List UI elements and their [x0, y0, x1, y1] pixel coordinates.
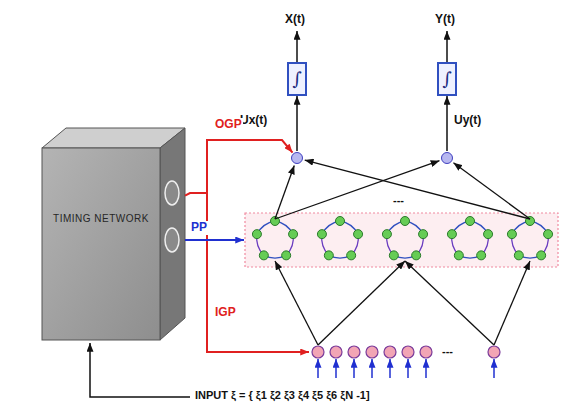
output-signal: X(t) [284, 13, 306, 27]
input-vector: INPUT ξ = { ξ1 ξ2 ξ3 ξ4 ξ5 ξ6 ξN -1] [194, 389, 371, 402]
ring-neuron [317, 230, 326, 239]
input-neuron [402, 346, 414, 358]
ring-neuron [336, 217, 345, 226]
input-neuron [420, 346, 432, 358]
box-front-face [42, 148, 160, 340]
output-signal: Y(t) [434, 13, 456, 27]
input-arrow [493, 359, 495, 378]
input-neuron [330, 346, 342, 358]
ring-neuron [419, 230, 428, 239]
igp-line [207, 193, 309, 352]
timing-network-box: TIMING NETWORK [42, 128, 185, 340]
signal-arrow [296, 96, 298, 151]
oscillator-ring [382, 217, 427, 260]
input-weight [405, 261, 494, 345]
ring-neuron [282, 251, 291, 260]
unit-label: Uy(t) [454, 113, 481, 127]
input-neuron [348, 346, 360, 358]
pathway-label: OGP [214, 118, 243, 132]
ring-neuron [252, 230, 261, 239]
ring-neuron [259, 251, 268, 260]
ring-neuron [289, 230, 298, 239]
ring-neuron [412, 251, 421, 260]
ring-neuron [477, 251, 486, 260]
input-weight [275, 261, 318, 345]
ring-neuron [324, 251, 333, 260]
output-arrow [446, 31, 448, 62]
input-arrow [371, 359, 373, 378]
pathway-label: PP [190, 221, 208, 235]
input-arrow [425, 359, 427, 378]
signal-arrow [446, 96, 448, 151]
ring-neuron [484, 230, 493, 239]
input-neuron [488, 346, 500, 358]
oscillator-ring [252, 217, 297, 260]
input-weight [494, 261, 530, 345]
output-unit: Ux(t) [291, 152, 303, 164]
oscillator-ring [447, 217, 492, 260]
integrator-box: ∫ [287, 62, 307, 96]
input-weight [318, 261, 405, 345]
output-port [165, 181, 179, 205]
ellipsis-mark: --- [441, 345, 454, 358]
input-arrow [389, 359, 391, 378]
input-arrow [353, 359, 355, 378]
ring-neuron [401, 217, 410, 226]
ring-neuron [514, 251, 523, 260]
ring-neuron [347, 251, 356, 260]
input-arrow [335, 359, 337, 378]
readout-weight [275, 161, 439, 219]
ring-neuron [507, 230, 516, 239]
integrator-box: ∫ [437, 62, 457, 96]
ring-neuron [447, 230, 456, 239]
ring-neuron [466, 217, 475, 226]
oscillator-ring [317, 217, 362, 260]
output-arrow [296, 31, 298, 62]
ring-neuron [544, 230, 553, 239]
pattern-band [245, 213, 558, 267]
ring-neuron [454, 251, 463, 260]
ring-neuron [354, 230, 363, 239]
input-arrow [407, 359, 409, 378]
ring-neuron [537, 251, 546, 260]
ellipsis-mark: --- [392, 194, 405, 207]
readout-weight [453, 163, 530, 219]
input-feedback-line [90, 343, 190, 397]
integrator-symbol: ∫ [292, 70, 301, 88]
unit-label: Ux(t) [240, 113, 267, 127]
output-port [165, 228, 179, 252]
integrator-symbol: ∫ [442, 70, 451, 88]
box-side-face [160, 128, 185, 340]
pathway-label: IGP [214, 306, 237, 320]
input-neuron [366, 346, 378, 358]
readout-weight [275, 166, 294, 219]
pp-line [185, 239, 244, 241]
ring-neuron [389, 251, 398, 260]
ogp-connector [185, 140, 293, 196]
input-arrow [317, 359, 319, 378]
output-unit: Uy(t) [441, 152, 453, 164]
oscillator-ring [507, 217, 552, 260]
box-title: TIMING NETWORK [50, 212, 152, 225]
input-neuron [384, 346, 396, 358]
input-neuron [312, 346, 324, 358]
ring-neuron [382, 230, 391, 239]
